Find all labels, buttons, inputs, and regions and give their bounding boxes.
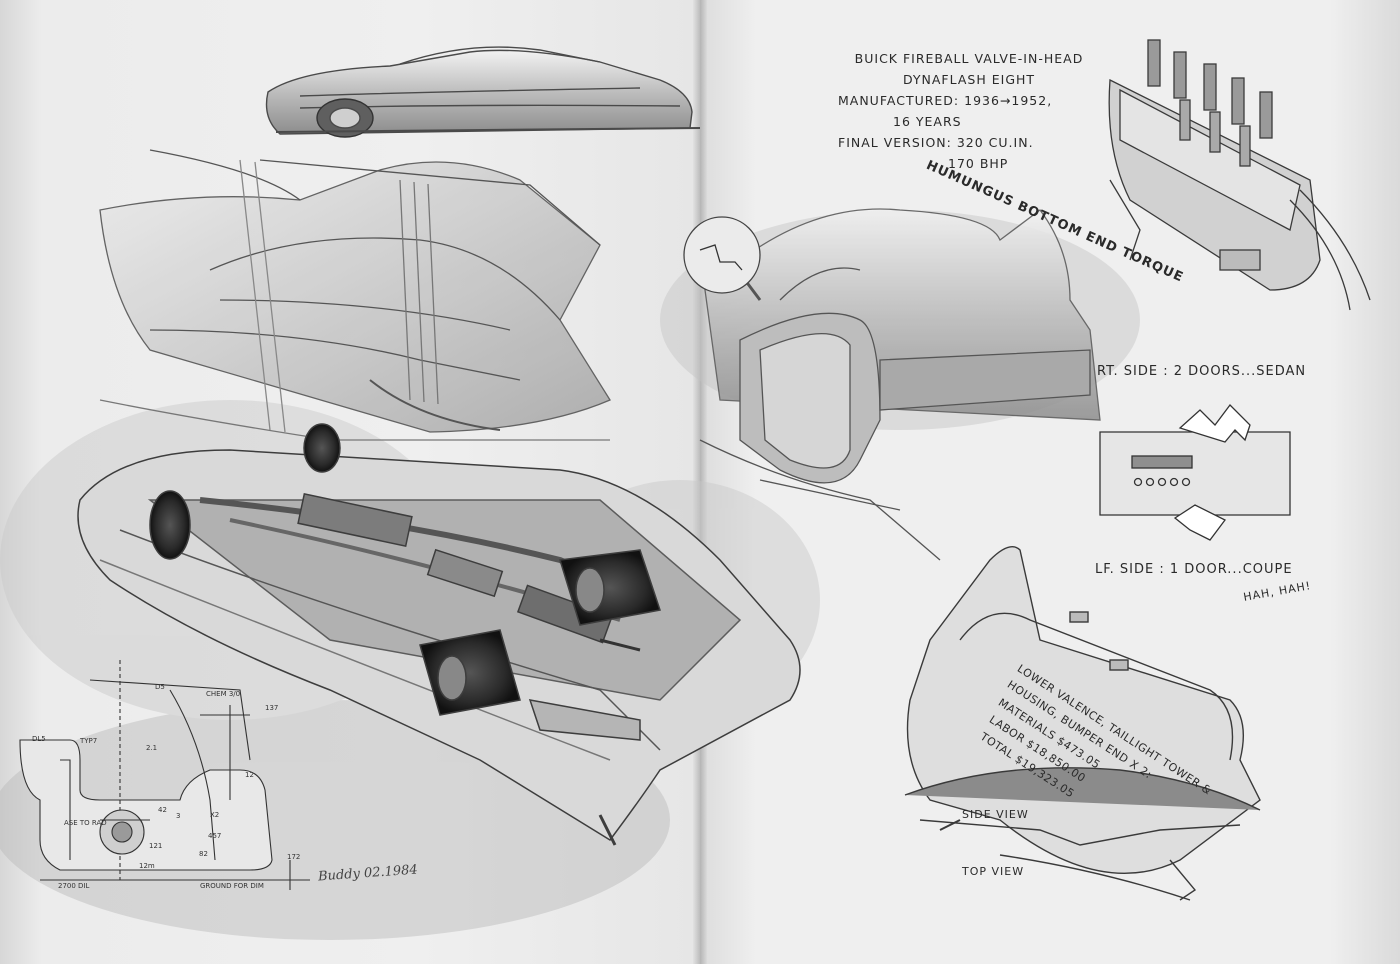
engine-model-line: DYNAFLASH EIGHT [902,72,1036,87]
undercarriage-car [77,423,801,846]
dim-x2: X2 [210,811,220,819]
dim-12m: 12m [139,862,155,870]
dim-note-left: ASE TO RAD [64,819,107,827]
engine-name-line: BUICK FIREBALL VALVE-IN-HEAD [854,51,1084,66]
dim-137: 137 [265,704,279,712]
dim-121: 121 [149,842,163,850]
years-line: 16 YEARS [893,114,962,129]
dim-82: 82 [199,850,208,858]
dim-chem: CHEM 3/0 [206,690,241,698]
dim-typ7: TYP7 [80,737,98,745]
dim-ground-right: GROUND FOR DIM [200,882,264,890]
door-diagram [1099,404,1291,541]
dim-172: 172 [287,853,301,861]
engine-notes: BUICK FIREBALL VALVE-IN-HEAD DYNAFLASH E… [838,48,1100,174]
final-version-line: FINAL VERSION: 320 CU.IN. [838,135,1034,150]
right-side-note: RT. SIDE : 2 DOORS...SEDAN [1097,364,1307,379]
dim-42: 42 [158,806,167,814]
fender-study [683,208,1101,561]
dim-12: 12 [245,771,254,779]
tailfin-study [99,149,611,441]
side-profile-car [265,46,701,138]
dim-457: 457 [208,832,222,840]
engine-sketch [1108,39,1371,311]
dim-3: 3 [176,812,181,820]
top-view-label: TOP VIEW [962,865,1025,878]
side-view-label: SIDE VIEW [962,808,1029,821]
dim-d5: D5 [155,683,165,691]
section-drawing [19,660,310,890]
valence-part-sketch [904,546,1261,901]
dim-ground-left: 2700 DIL [58,882,90,890]
horsepower-line: 170 BHP [948,156,1009,171]
dim-dl5: DL5 [32,735,46,743]
manufactured-line: MANUFACTURED: 1936→1952, [838,93,1053,108]
dim-21: 2.1 [146,744,158,752]
left-side-note: LF. SIDE : 1 DOOR...COUPE [1095,562,1293,577]
